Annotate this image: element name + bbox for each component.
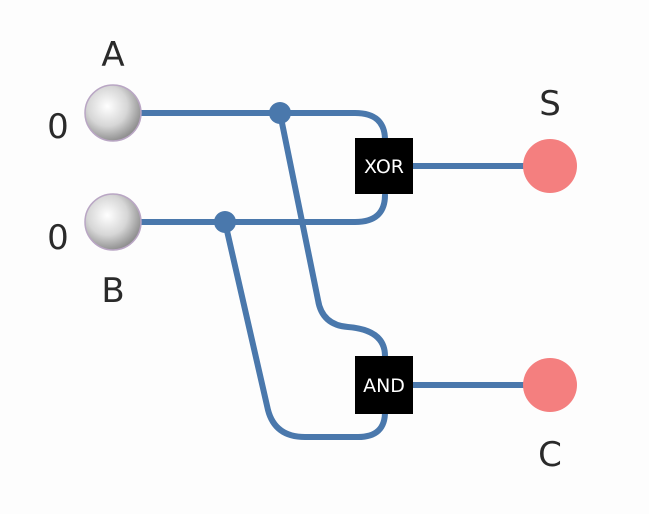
wire-b-to-xor [137, 192, 388, 225]
junction-a [269, 102, 291, 124]
input-a-switch[interactable] [84, 84, 142, 142]
xor-gate: XOR [355, 138, 413, 194]
wire-a-to-and [277, 110, 388, 359]
and-gate: AND [355, 356, 413, 414]
input-b-value: 0 [47, 218, 69, 258]
wire-b-to-and [222, 219, 388, 440]
input-a-value: 0 [47, 107, 69, 147]
sum-output-label: S [539, 84, 561, 124]
input-b-label: B [101, 271, 124, 311]
wire-a-to-xor [137, 110, 388, 153]
wires [137, 110, 553, 440]
input-b-switch[interactable] [84, 193, 142, 251]
input-a-label: A [101, 35, 124, 75]
sum-output-lamp [523, 139, 577, 193]
xor-gate-label: XOR [364, 156, 404, 178]
and-gate-label: AND [363, 375, 405, 397]
junction-b [214, 211, 236, 233]
carry-output-lamp [523, 358, 577, 412]
carry-output-label: C [538, 435, 562, 475]
